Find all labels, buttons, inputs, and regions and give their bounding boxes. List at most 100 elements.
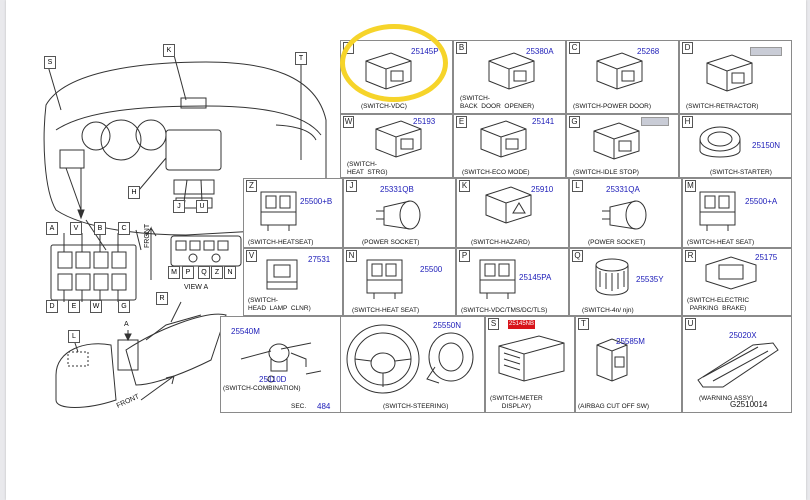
cell-letter: L	[572, 180, 583, 192]
parts-diagram-sheet: S K T H J U A V B C D E W G M P Q Z N VI…	[6, 0, 806, 500]
callout-q: Q	[198, 266, 210, 279]
combination-switch-drawing	[240, 342, 322, 383]
cell-warning-assy[interactable]: U 25020X (WARNING ASSY)	[682, 316, 792, 413]
cell-letter: K	[459, 180, 470, 192]
callout-v: V	[70, 222, 82, 235]
cell-power-socket-l[interactable]: L 25331QA (POWER SOCKET)	[569, 178, 682, 248]
cell-letter: N	[346, 250, 357, 262]
cell-letter: P	[459, 250, 470, 262]
part-caption: (SWITCH-HEAT SEAT)	[352, 307, 420, 314]
part-caption: (AIRBAG CUT OFF SW)	[578, 403, 650, 410]
cell-switch-heatseat-z[interactable]: Z 25500+B (SWITCH-HEATSEAT)	[243, 178, 343, 248]
cell-switch-steering[interactable]: 25550N (SWITCH-STEERING)	[340, 316, 485, 413]
switch-part-drawing	[479, 259, 516, 299]
cell-letter: G	[569, 116, 580, 128]
part-caption: (WARNING ASSY)	[699, 395, 754, 402]
part-number-cable: 25110D	[259, 375, 287, 384]
cell-letter: U	[685, 318, 696, 330]
cell-switch-hazard[interactable]: K 25910 (SWITCH-HAZARD)	[456, 178, 569, 248]
cell-switch-heat-strg[interactable]: W 25193 (SWITCH- HEAT STRG)	[340, 114, 453, 178]
cell-letter: B	[456, 42, 467, 54]
cell-switch-head-lamp-clnr[interactable]: V 27531 (SWITCH- HEAD LAMP CLNR)	[243, 248, 343, 316]
part-caption: (POWER SOCKET)	[588, 239, 646, 246]
callout-n: N	[224, 266, 236, 279]
part-caption: (SWITCH-METER DISPLAY)	[490, 395, 543, 410]
warning-assy-drawing	[697, 342, 779, 388]
part-caption: (SWITCH-HEATSEAT)	[248, 239, 314, 246]
switch-part-drawing	[705, 256, 757, 290]
view-a-label: VIEW A	[184, 284, 209, 291]
switch-part-drawing	[260, 191, 297, 231]
cell-switch-combination[interactable]: 25540M 25110D (SWITCH-COMBINATION) SEC. …	[220, 316, 340, 413]
socket-part-drawing	[376, 200, 421, 230]
steering-wheel-drawing	[346, 324, 420, 394]
arrow-a-label: A	[124, 321, 129, 328]
cell-switch-heat-seat-m[interactable]: M 25500+A (SWITCH-HEAT SEAT)	[682, 178, 792, 248]
switch-part-drawing	[706, 54, 753, 92]
part-number: 25193	[413, 117, 436, 126]
switch-part-drawing	[488, 52, 535, 90]
part-number: 25910	[531, 185, 554, 194]
sec-label: SEC.	[291, 403, 307, 410]
part-number: 25500+A	[745, 197, 778, 206]
callout-g: G	[118, 300, 130, 313]
switch-part-drawing	[375, 120, 422, 158]
sec-link[interactable]: 484	[317, 402, 331, 411]
knob-part-drawing	[595, 258, 629, 296]
cell-letter: D	[682, 42, 693, 54]
switch-part-drawing	[596, 52, 643, 90]
cell-switch-vdc-tms[interactable]: P 25145PA (SWITCH-VDC/TMS/DC/TLS)	[456, 248, 569, 316]
switch-part-drawing	[266, 259, 298, 290]
part-number: 25380A	[526, 47, 554, 56]
cell-switch-idle-stop[interactable]: G (SWITCH-IDLE STOP)	[566, 114, 679, 178]
callout-m: M	[168, 266, 180, 279]
part-number: 25020X	[729, 331, 757, 340]
part-caption: (SWITCH-COMBINATION)	[223, 385, 301, 392]
part-number: 25141	[532, 117, 555, 126]
cell-switch-electric-parking-brake[interactable]: R 25175 (SWITCH-ELECTRIC PARKING BRAKE)	[682, 248, 792, 316]
part-caption: (SWITCH-ECO MODE)	[462, 169, 530, 176]
part-number-combination: 25540M	[231, 327, 260, 336]
cell-letter: R	[685, 250, 696, 262]
callout-b: B	[94, 222, 106, 235]
part-number: 25500+B	[300, 197, 333, 206]
part-number: 25550N	[433, 321, 462, 330]
part-number: 25535Y	[636, 275, 664, 284]
part-number: 27531	[308, 255, 331, 264]
cell-switch-4wd[interactable]: Q 25535Y (SWITCH-4n/ njn)	[569, 248, 682, 316]
cell-letter: M	[685, 180, 696, 192]
cell-letter: W	[343, 116, 354, 128]
cell-power-socket-j[interactable]: J 25331QB (POWER SOCKET)	[343, 178, 456, 248]
callout-h: H	[128, 186, 140, 199]
part-caption: (SWITCH- HEAT STRG)	[347, 161, 388, 176]
cell-switch-power-door[interactable]: C 25268 (SWITCH-POWER DOOR)	[566, 40, 679, 114]
part-caption: (SWITCH-STARTER)	[710, 169, 772, 176]
cell-letter: H	[682, 116, 693, 128]
part-caption: (SWITCH-STEERING)	[383, 403, 449, 410]
cell-airbag-cut-off-switch[interactable]: T 25585M (AIRBAG CUT OFF SW)	[575, 316, 682, 413]
cell-switch-meter-display[interactable]: S 25145NB (SWITCH-METER DISPLAY)	[485, 316, 575, 413]
switch-part-drawing	[485, 186, 532, 224]
cell-switch-back-door-opener[interactable]: B 25380A (SWITCH- BACK DOOR OPENER)	[453, 40, 566, 114]
switch-part-drawing	[366, 259, 403, 299]
switch-part-drawing	[699, 191, 736, 231]
cell-switch-eco-mode[interactable]: E 25141 (SWITCH-ECO MODE)	[453, 114, 566, 178]
part-number: 25268	[637, 47, 660, 56]
cell-switch-heat-seat-n[interactable]: N 25500 (SWITCH-HEAT SEAT)	[343, 248, 456, 316]
airbag-switch-drawing	[596, 338, 628, 382]
callout-j: J	[173, 200, 185, 213]
part-caption: (SWITCH-POWER DOOR)	[573, 103, 651, 110]
highlight-circle	[340, 24, 448, 102]
part-number-redacted	[641, 117, 669, 126]
callout-c: C	[118, 222, 130, 235]
part-number: 25331QA	[606, 185, 640, 194]
socket-part-drawing	[602, 200, 647, 230]
part-number: 25500	[420, 265, 443, 274]
callout-s: S	[44, 56, 56, 69]
cell-letter: T	[578, 318, 589, 330]
cell-switch-starter[interactable]: H 25150N (SWITCH-STARTER)	[679, 114, 792, 178]
callout-l: L	[68, 330, 80, 343]
callout-t: T	[295, 52, 307, 65]
cell-switch-retractor[interactable]: D (SWITCH-RETRACTOR)	[679, 40, 792, 114]
part-caption: (SWITCH-RETRACTOR)	[686, 103, 759, 110]
